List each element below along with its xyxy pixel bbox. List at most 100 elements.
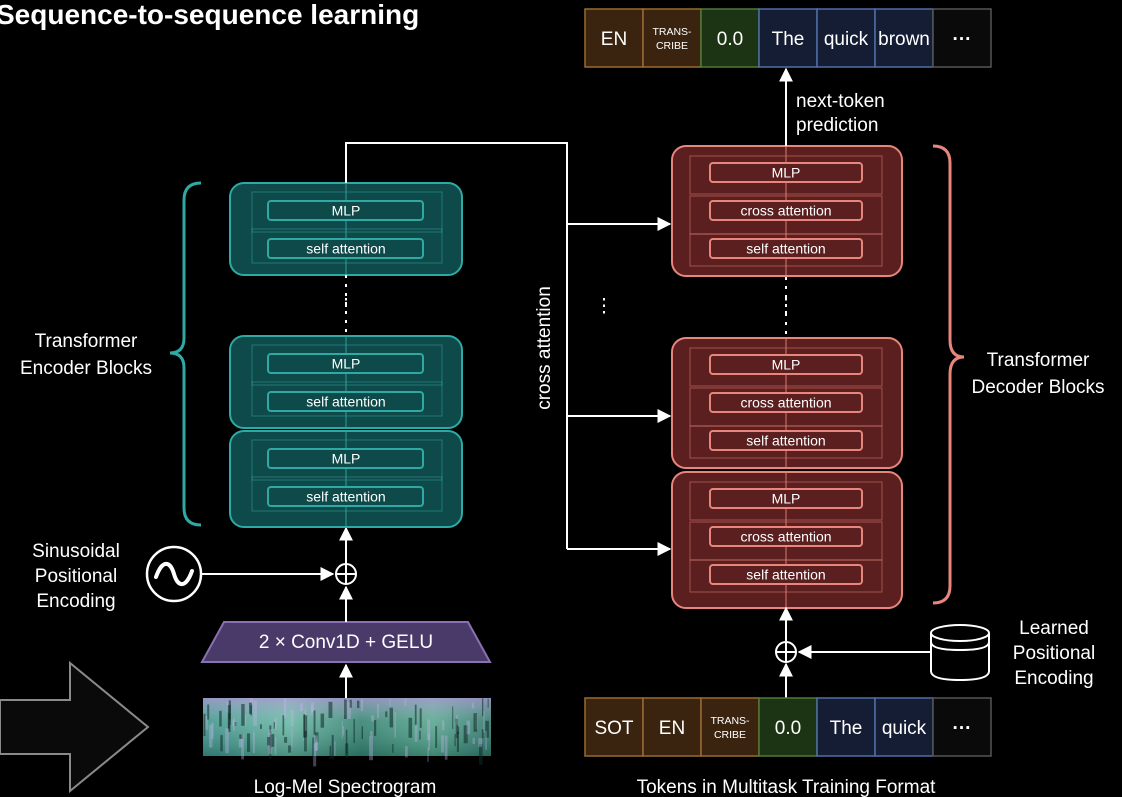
- token-label: TRANS-: [652, 26, 692, 38]
- decoder-cross-attention-label: cross attention: [740, 395, 831, 411]
- token-time: 0.0: [700, 8, 760, 68]
- decoder-mlp-box: [709, 162, 863, 183]
- decoder-brace: [932, 144, 965, 605]
- token-task: TRANS- CRIBE: [642, 8, 702, 68]
- token-text: brown: [874, 8, 934, 68]
- learned-label-line2: Positional: [1013, 643, 1095, 664]
- encoder-arrows: [201, 526, 353, 698]
- encoder-self-attention-label: self attention: [306, 394, 385, 410]
- token-time: 0.0: [758, 697, 818, 757]
- encoder-label-line1: Transformer: [35, 331, 138, 352]
- encoder-mlp-label: MLP: [332, 203, 361, 219]
- token-label: The: [772, 29, 805, 50]
- spectrogram-label: Log-Mel Spectrogram: [254, 777, 437, 797]
- input-arrow-icon: [0, 660, 150, 794]
- encoder-label-line2: Encoder Blocks: [20, 358, 152, 379]
- learned-label-line3: Encoding: [1014, 668, 1093, 689]
- encoder-mlp-label: MLP: [332, 451, 361, 467]
- encoder-self-attention-box: [267, 486, 424, 507]
- encoder-block: MLP self attention: [229, 335, 463, 429]
- token-label: EN: [601, 29, 627, 50]
- sinusoidal-label-line3: Encoding: [36, 591, 115, 612]
- tokens-caption: Tokens in Multitask Training Format: [637, 777, 937, 797]
- token-label: quick: [824, 29, 869, 50]
- token-task: TRANS- CRIBE: [700, 697, 760, 757]
- encoder-brace: [169, 181, 202, 527]
- token-label: CRIBE: [656, 40, 688, 52]
- token-label: quick: [882, 718, 927, 739]
- decoder-mlp-box: [709, 354, 863, 375]
- decoder-mlp-label: MLP: [772, 165, 801, 181]
- encoder-block: MLP self attention: [229, 182, 463, 276]
- decoder-self-attention-box: [709, 430, 863, 451]
- encoder-mlp-box: [267, 448, 424, 469]
- encoder-self-attention-label: self attention: [306, 241, 385, 257]
- decoder-cross-attention-label: cross attention: [740, 529, 831, 545]
- encoder-mlp-box: [267, 353, 424, 374]
- decoder-cross-attention-box: [709, 526, 863, 547]
- decoder-cross-attention-box: [709, 200, 863, 221]
- token-text: quick: [874, 697, 934, 757]
- encoder-block: MLP self attention: [229, 430, 463, 528]
- sinusoidal-label-line2: Positional: [35, 566, 117, 587]
- encoder-mlp-label: MLP: [332, 356, 361, 372]
- decoder-self-attention-label: self attention: [746, 567, 825, 583]
- database-icon: [930, 624, 990, 682]
- token-label: CRIBE: [714, 729, 746, 741]
- decoder-mlp-label: MLP: [772, 357, 801, 373]
- next-token-label-line1: next-token: [796, 91, 885, 112]
- token-lang: EN: [642, 697, 702, 757]
- decoder-self-attention-box: [709, 238, 863, 259]
- token-special: SOT: [584, 697, 644, 757]
- decoder-block: MLP cross attention self attention: [671, 337, 903, 469]
- output-token-row: EN TRANS- CRIBE 0.0 The quick brown ···: [584, 8, 992, 68]
- learned-label-line1: Learned: [1019, 618, 1089, 639]
- conv-label: 2 × Conv1D + GELU: [259, 632, 433, 653]
- sinusoidal-encoding-icon: [145, 545, 203, 603]
- decoder-cross-attention-box: [709, 392, 863, 413]
- token-label: TRANS-: [710, 715, 750, 727]
- decoder-mlp-label: MLP: [772, 491, 801, 507]
- encoder-self-attention-label: self attention: [306, 489, 385, 505]
- token-more: ···: [932, 8, 992, 68]
- decoder-mlp-box: [709, 488, 863, 509]
- token-lang: EN: [584, 8, 644, 68]
- token-text: quick: [816, 8, 876, 68]
- decoder-label-line1: Transformer: [987, 350, 1090, 371]
- page-title: Sequence-to-sequence learning: [0, 0, 419, 30]
- sinusoidal-label-line1: Sinusoidal: [32, 541, 120, 562]
- encoder-self-attention-box: [267, 238, 424, 259]
- middle-ellipsis: ⋮: [595, 296, 614, 317]
- next-token-label-line2: prediction: [796, 115, 878, 136]
- spectrogram-image: [203, 698, 491, 767]
- encoder-ellipsis: ⋮: [337, 296, 356, 317]
- token-label: The: [830, 718, 863, 739]
- input-token-row: SOT EN TRANS- CRIBE 0.0 The quick ···: [584, 697, 992, 757]
- token-label: 0.0: [775, 718, 801, 739]
- decoder-label-line2: Decoder Blocks: [971, 377, 1104, 398]
- decoder-add-icon: [775, 641, 797, 663]
- decoder-self-attention-label: self attention: [746, 241, 825, 257]
- decoder-cross-attention-label: cross attention: [740, 203, 831, 219]
- conv-block: [200, 621, 492, 663]
- token-text: The: [816, 697, 876, 757]
- token-label: brown: [878, 29, 930, 50]
- cross-attention-routing: [345, 142, 672, 556]
- decoder-self-attention-box: [709, 564, 863, 585]
- decoder-self-attention-label: self attention: [746, 433, 825, 449]
- token-label: ···: [953, 718, 972, 739]
- decoder-block: MLP cross attention self attention: [671, 145, 903, 277]
- encoder-mlp-box: [267, 200, 424, 221]
- token-label: SOT: [594, 718, 633, 739]
- token-label: ···: [953, 29, 972, 50]
- decoder-arrows: [779, 67, 930, 698]
- encoder-add-icon: [335, 563, 357, 585]
- cross-attention-label: cross attention: [534, 286, 555, 410]
- decoder-block: MLP cross attention self attention: [671, 471, 903, 609]
- token-text: The: [758, 8, 818, 68]
- token-label: EN: [659, 718, 685, 739]
- encoder-self-attention-box: [267, 391, 424, 412]
